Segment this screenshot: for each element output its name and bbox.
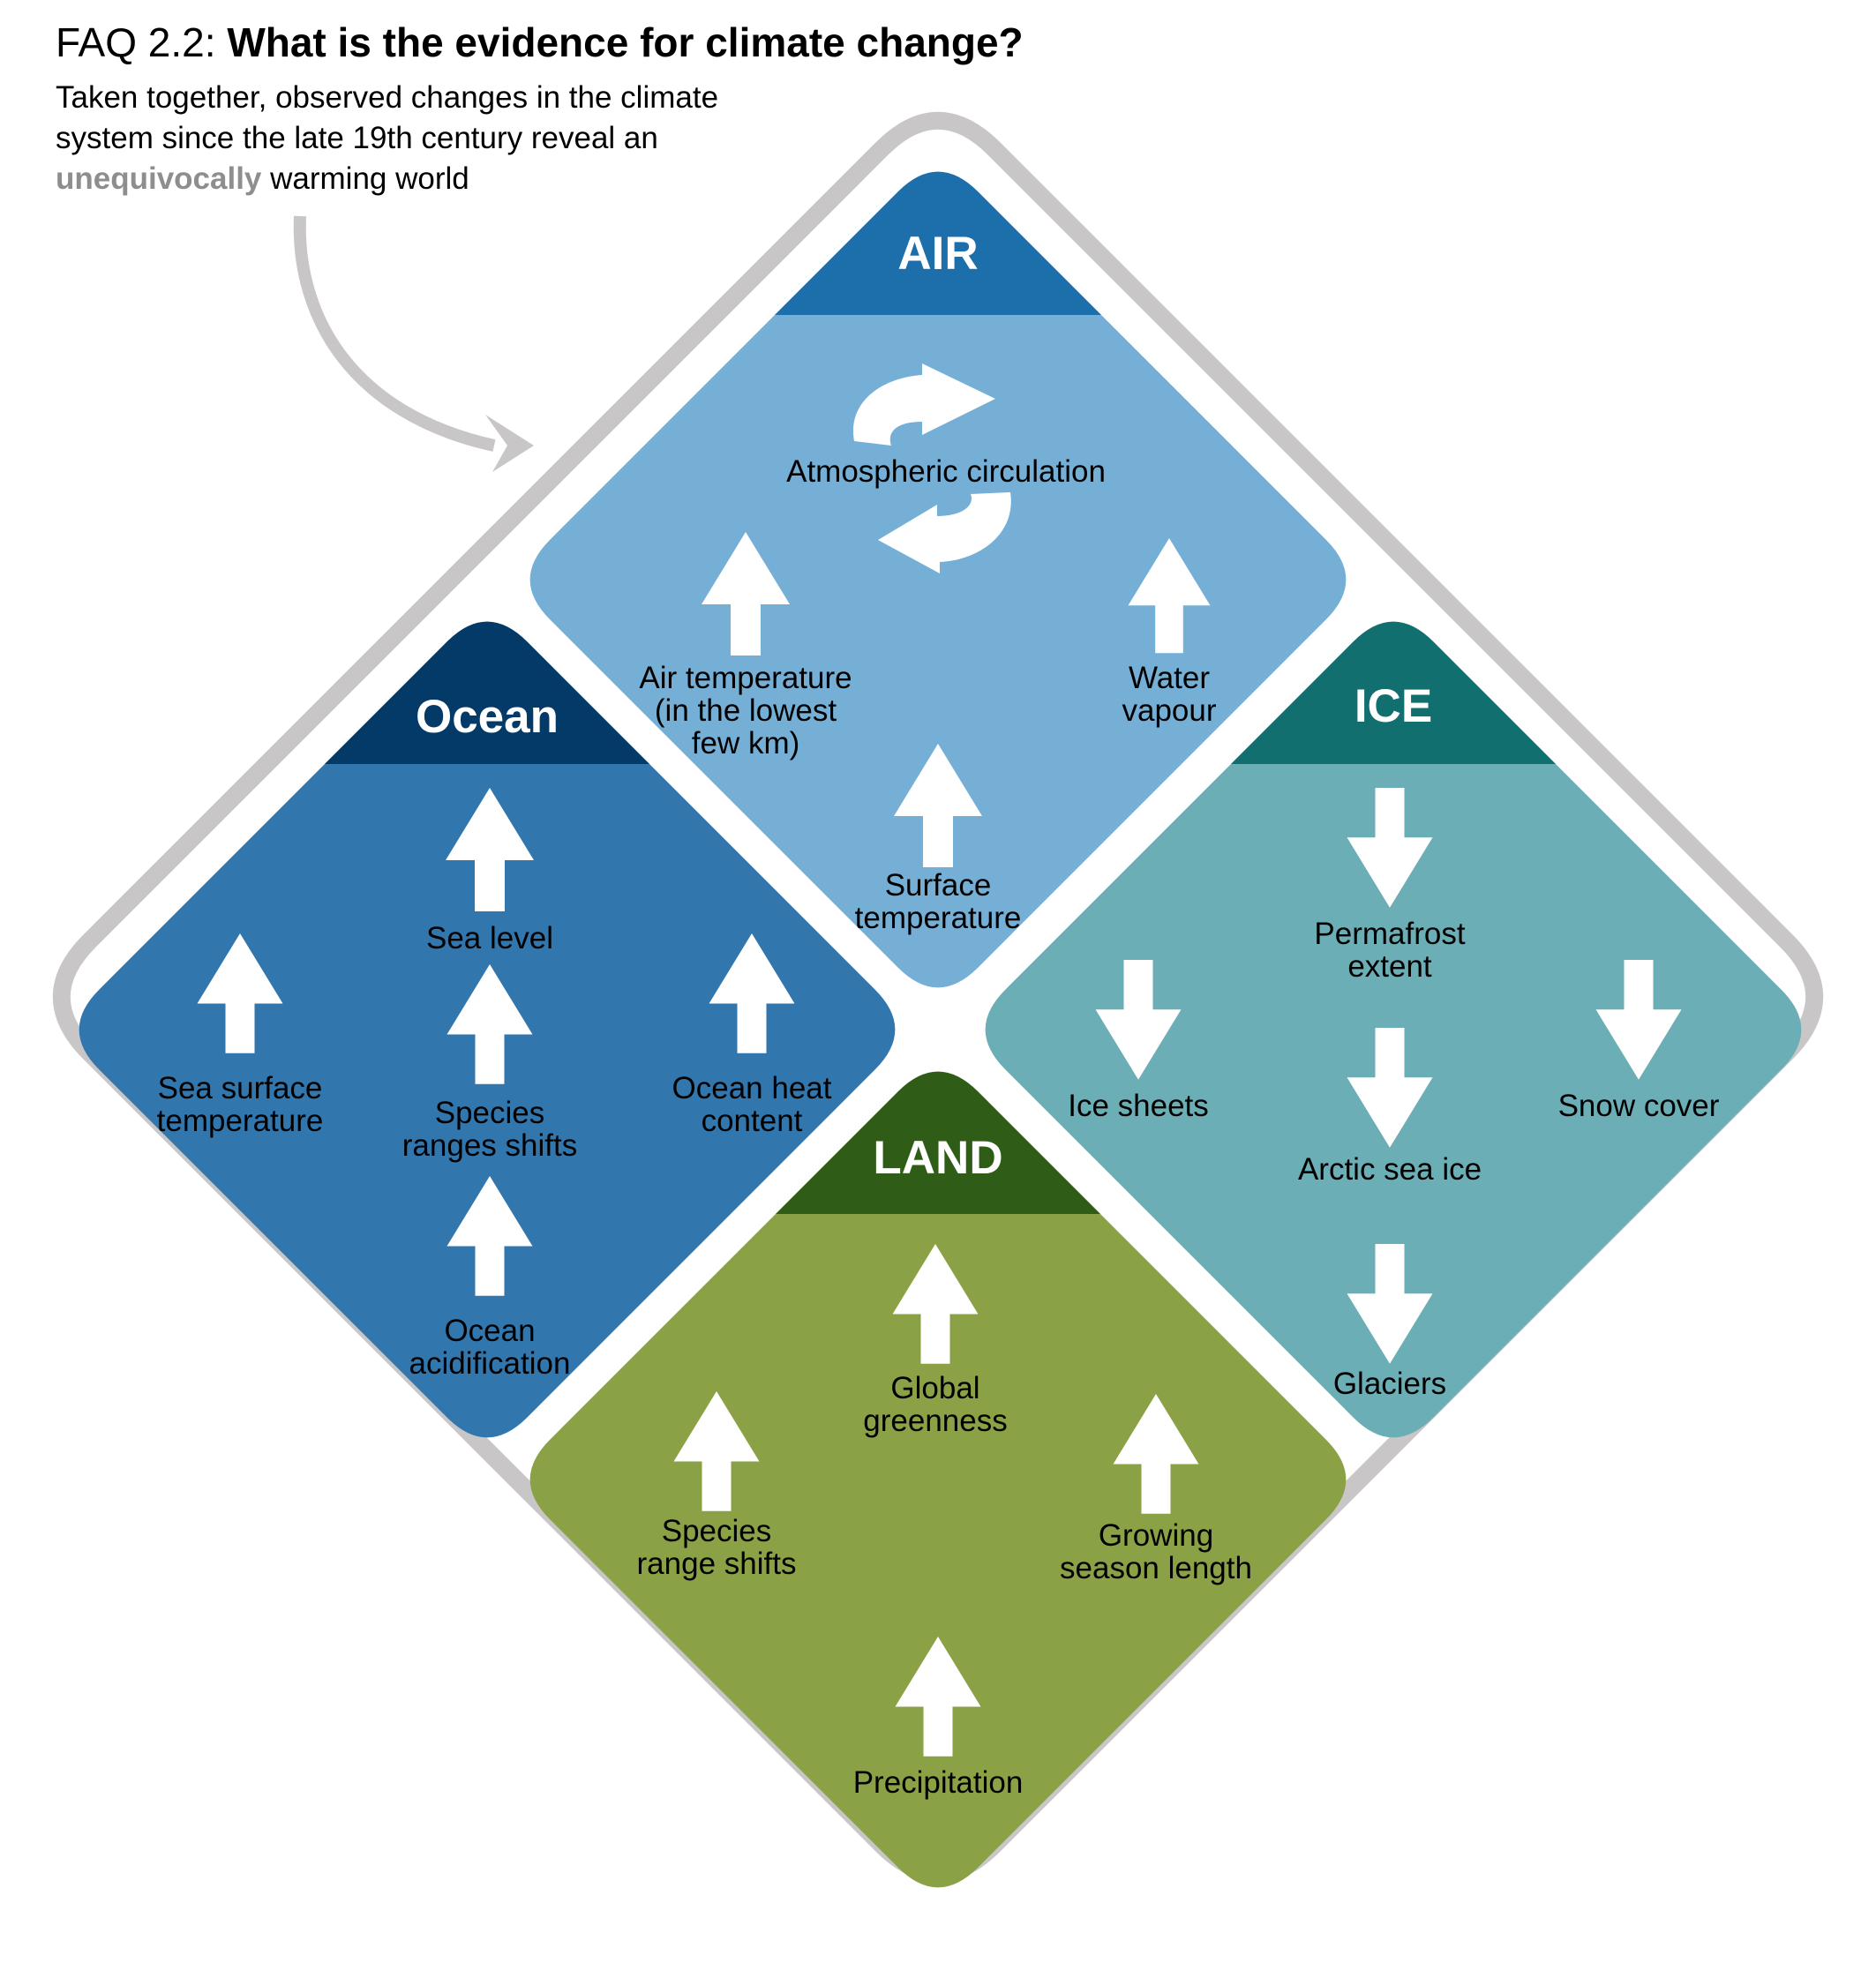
circulation-arrows-icon (852, 363, 1011, 573)
air-panel-body (529, 171, 1347, 988)
land-panel-title: LAND (873, 1132, 1002, 1184)
ice-panel-title: ICE (1354, 680, 1432, 732)
label-precipitation-line: Precipitation (853, 1765, 1024, 1800)
label-sea-surface-temperature-line: temperature (157, 1104, 324, 1138)
label-snow-cover-line: Snow cover (1558, 1089, 1720, 1123)
subtitle-text: Taken together, observed changes in the … (56, 80, 719, 155)
subtitle-highlight: unequivocally (56, 161, 262, 196)
label-growing-season-length-line: season length (1060, 1551, 1252, 1585)
up-arrow-icon (894, 744, 982, 867)
figure-title: FAQ 2.2: What is the evidence for climat… (56, 16, 1024, 69)
label-surface-temperature-line: Surface (885, 868, 992, 903)
label-global-greenness-line: Global (890, 1371, 979, 1405)
up-arrow-icon (895, 1637, 981, 1757)
label-atmospheric-circulation: Atmospheric circulation (786, 454, 1106, 489)
label-air-temperature-line: Air temperature (639, 661, 852, 695)
label-snow-cover: Snow cover (1558, 1089, 1720, 1123)
label-water-vapour-line: vapour (1122, 693, 1216, 728)
up-arrow-icon (446, 964, 533, 1084)
label-species-ranges-shifts-line: ranges shifts (402, 1128, 577, 1163)
up-arrow-icon (446, 1176, 533, 1296)
label-ocean-acidification-line: acidification (409, 1346, 571, 1381)
label-arctic-sea-ice-line: Arctic sea ice (1298, 1152, 1482, 1187)
label-water-vapour-line: Water (1129, 661, 1210, 695)
up-arrow-icon (702, 532, 790, 656)
label-ocean-acidification-line: Ocean (444, 1314, 535, 1348)
label-surface-temperature-line: temperature (855, 901, 1022, 935)
land-panel-body (529, 1071, 1347, 1888)
faq-label: FAQ 2.2: (56, 19, 216, 65)
pointer-arrowhead-icon (485, 415, 534, 472)
label-global-greenness-line: greenness (863, 1404, 1007, 1438)
label-glaciers-line: Glaciers (1333, 1367, 1446, 1401)
down-arrow-icon (1095, 960, 1182, 1080)
ocean-panel-title: Ocean (416, 691, 559, 743)
up-arrow-icon (1113, 1394, 1199, 1514)
label-air-temperature-line: (in the lowest (655, 693, 837, 728)
circulation-arrow-icon (878, 492, 1011, 573)
label-glaciers: Glaciers (1333, 1367, 1446, 1401)
label-species-range-shifts-line: range shifts (637, 1547, 797, 1581)
label-ice-sheets-line: Ice sheets (1068, 1089, 1209, 1123)
pointer-arrow-icon (293, 215, 496, 452)
faq-question: What is the evidence for climate change? (227, 19, 1024, 65)
up-arrow-icon (446, 788, 534, 911)
up-arrow-icon (197, 933, 283, 1053)
label-species-range-shifts-line: Species (662, 1514, 772, 1548)
down-arrow-icon (1595, 960, 1682, 1080)
label-sea-surface-temperature-line: Sea surface (158, 1071, 323, 1105)
label-ocean-heat-content-line: Ocean heat (672, 1071, 832, 1105)
figure-subtitle: Taken together, observed changes in the … (56, 78, 726, 199)
up-arrow-icon (673, 1391, 760, 1511)
up-arrow-icon (1128, 538, 1211, 654)
label-permafrost-extent-line: Permafrost (1314, 917, 1465, 951)
label-species-ranges-shifts-line: Species (435, 1096, 545, 1130)
label-arctic-sea-ice: Arctic sea ice (1298, 1152, 1482, 1187)
up-arrow-icon (709, 933, 795, 1053)
label-ice-sheets: Ice sheets (1068, 1089, 1209, 1123)
label-sea-level-line: Sea level (426, 921, 553, 955)
circulation-arrow-icon (852, 363, 995, 446)
label-sea-level: Sea level (426, 921, 553, 955)
label-growing-season-length-line: Growing (1099, 1518, 1213, 1553)
subtitle-text-end: warming world (261, 161, 469, 196)
up-arrow-icon (892, 1244, 979, 1364)
label-air-temperature-line: few km) (692, 726, 800, 760)
down-arrow-icon (1347, 788, 1433, 908)
label-permafrost-extent-line: extent (1347, 949, 1432, 984)
label-ocean-heat-content-line: content (702, 1104, 803, 1138)
down-arrow-icon (1347, 1244, 1433, 1364)
label-precipitation: Precipitation (853, 1765, 1024, 1800)
air-panel-title: AIR (897, 228, 978, 280)
down-arrow-icon (1347, 1028, 1433, 1148)
